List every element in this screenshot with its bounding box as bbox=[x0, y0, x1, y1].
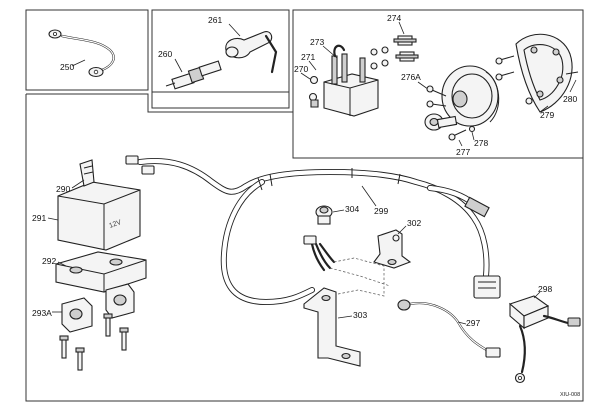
battery-291: 12V bbox=[57, 181, 141, 251]
panel-divider bbox=[151, 91, 289, 108]
lead-wire-297 bbox=[397, 299, 501, 358]
stator-plate-279 bbox=[515, 33, 579, 113]
bushing-274 bbox=[370, 35, 419, 70]
label-279: 279 bbox=[540, 110, 554, 120]
label-293a: 293A bbox=[32, 308, 52, 318]
pigtail-wires bbox=[303, 235, 336, 272]
label-291: 291 bbox=[32, 213, 46, 223]
label-299: 299 bbox=[374, 206, 388, 216]
label-273: 273 bbox=[310, 37, 324, 47]
panel-battery-cable bbox=[25, 9, 149, 91]
label-280: 280 bbox=[563, 94, 577, 104]
battery-tray-292 bbox=[55, 251, 147, 293]
spark-plug-cap-261 bbox=[225, 31, 278, 74]
label-270: 270 bbox=[294, 64, 308, 74]
label-302: 302 bbox=[407, 218, 421, 228]
bracket-293a bbox=[59, 283, 135, 371]
switch-304 bbox=[315, 205, 333, 225]
label-261: 261 bbox=[208, 15, 222, 25]
label-274: 274 bbox=[387, 13, 401, 23]
label-250: 250 bbox=[60, 62, 74, 72]
label-276a: 276A bbox=[401, 72, 421, 82]
label-297: 297 bbox=[466, 318, 480, 328]
screws-ignition bbox=[426, 55, 545, 141]
label-260: 260 bbox=[158, 49, 172, 59]
battery-cable-250 bbox=[48, 29, 115, 78]
label-303: 303 bbox=[353, 310, 367, 320]
label-277: 277 bbox=[456, 147, 470, 157]
label-298: 298 bbox=[538, 284, 552, 294]
battery-marking: 12V bbox=[108, 219, 122, 230]
label-271: 271 bbox=[301, 52, 315, 62]
label-290: 290 bbox=[56, 184, 70, 194]
ignition-module-273 bbox=[323, 44, 379, 117]
drawing-code: XIU-008 bbox=[560, 392, 580, 398]
label-304: 304 bbox=[345, 204, 359, 214]
panel-main bbox=[25, 93, 584, 402]
battery-strap-290 bbox=[79, 159, 95, 187]
flywheel-276a bbox=[424, 65, 500, 131]
washer-270 bbox=[308, 75, 319, 108]
panel-spark-plug bbox=[151, 9, 290, 109]
label-278: 278 bbox=[474, 138, 488, 148]
wiring-harness-299 bbox=[125, 155, 501, 305]
fuse-holder-298 bbox=[508, 295, 581, 384]
bracket-302 bbox=[373, 229, 412, 269]
spark-plug-260 bbox=[165, 60, 222, 90]
mounting-bracket-303 bbox=[303, 257, 391, 367]
label-292: 292 bbox=[42, 256, 56, 266]
